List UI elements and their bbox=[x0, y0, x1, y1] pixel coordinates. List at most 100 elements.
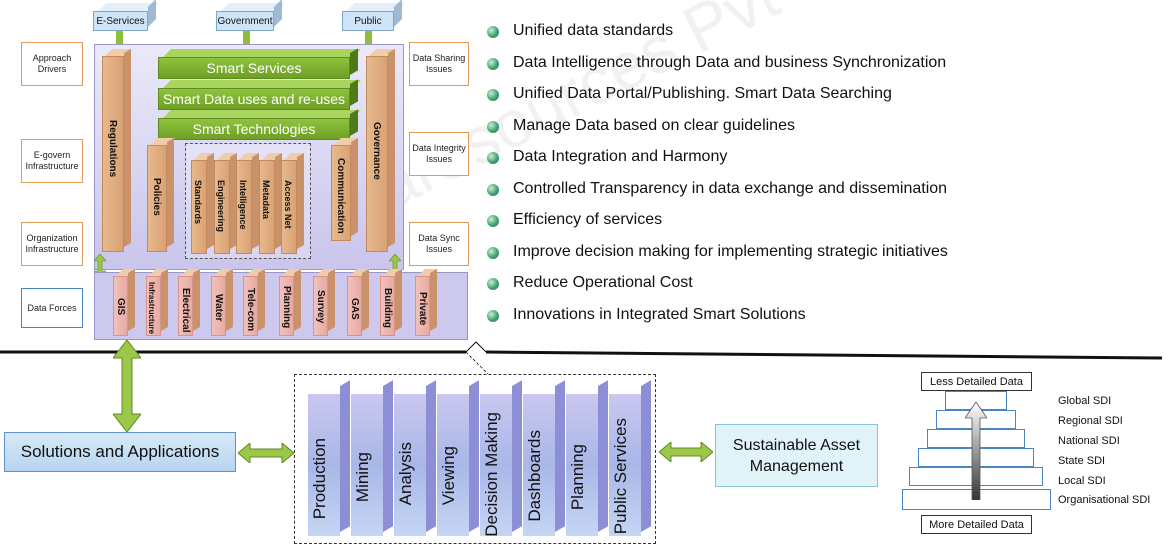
bullet-text: Efficiency of services bbox=[513, 211, 663, 228]
source-connector bbox=[116, 31, 123, 44]
application-pillar bbox=[394, 394, 426, 536]
base-label-electrical: Electrical bbox=[180, 288, 191, 333]
label-data-integrity-issues: Data Integrity Issues bbox=[409, 132, 469, 176]
base-label-private: Private bbox=[417, 292, 428, 326]
base-label-infrastructure: Infrastructure bbox=[147, 282, 156, 335]
base-pillar bbox=[279, 276, 294, 336]
bullet-icon bbox=[487, 58, 499, 70]
base-label-building: Building bbox=[382, 288, 393, 328]
base-pillar bbox=[415, 276, 430, 336]
label-egovern-infrastructure: E-govern Infrastructure bbox=[21, 139, 83, 183]
app-label-decision-making: Decision Making bbox=[482, 412, 501, 537]
pyramid-top-label: Less Detailed Data bbox=[921, 372, 1032, 391]
base-label-gas: GAS bbox=[349, 298, 360, 320]
bullet-icon bbox=[487, 89, 499, 101]
inner-label-standards: Standards bbox=[193, 180, 203, 225]
bullet-text: Unified Data Portal/Publishing. Smart Da… bbox=[513, 85, 892, 102]
solutions-and-applications-box: Solutions and Applications bbox=[4, 432, 236, 472]
label-data-sharing-issues: Data Sharing Issues bbox=[409, 42, 469, 86]
bullet-text: Innovations in Integrated Smart Solution… bbox=[513, 306, 806, 323]
bullet-text: Reduce Operational Cost bbox=[513, 274, 693, 291]
bullet-icon bbox=[487, 152, 499, 164]
label-data-forces: Data Forces bbox=[21, 288, 83, 328]
base-pillar bbox=[178, 276, 193, 336]
base-pillar bbox=[313, 276, 328, 336]
application-pillar bbox=[351, 394, 383, 536]
pyramid-up-arrow-icon bbox=[964, 401, 988, 501]
bullet-icon bbox=[487, 215, 499, 227]
bullet-icon bbox=[487, 247, 499, 259]
app-label-mining: Mining bbox=[353, 452, 372, 503]
base-label-survey: Survey bbox=[315, 290, 326, 324]
pillar-regulations-label: Regulations bbox=[107, 120, 118, 178]
base-label-telecom: Tele-com bbox=[245, 288, 256, 332]
horizontal-double-arrow-icon bbox=[658, 440, 714, 464]
inner-pillar bbox=[281, 160, 297, 254]
label-approach-drivers: Approach Drivers bbox=[21, 42, 83, 86]
bar-smart-technologies: Smart Technologies bbox=[158, 118, 350, 140]
label-organization-infrastructure: Organization Infrastructure bbox=[21, 222, 83, 266]
applications-box bbox=[294, 374, 656, 544]
inner-pillar bbox=[191, 160, 207, 254]
base-pillar bbox=[113, 276, 128, 336]
base-pillar bbox=[243, 276, 258, 336]
bullet-icon bbox=[487, 310, 499, 322]
inner-pillar bbox=[259, 160, 275, 254]
base-pillar bbox=[211, 276, 226, 336]
inner-label-access-net: Access Net bbox=[283, 180, 293, 229]
label-data-sync-issues: Data Sync Issues bbox=[409, 222, 469, 266]
app-label-viewing: Viewing bbox=[439, 446, 458, 506]
app-label-dashboards: Dashboards bbox=[525, 430, 544, 522]
pyramid-bottom-label: More Detailed Data bbox=[921, 515, 1032, 534]
pillar-governance-label: Governance bbox=[371, 122, 382, 180]
pyramid-level-label: State SDI bbox=[1058, 455, 1106, 467]
vertical-double-arrow-icon bbox=[111, 339, 143, 433]
app-label-public-services: Public Services bbox=[611, 418, 630, 535]
app-label-analysis: Analysis bbox=[396, 442, 415, 506]
bullet-icon bbox=[487, 184, 499, 196]
pillar-policies bbox=[147, 145, 167, 252]
application-pillar bbox=[609, 394, 641, 536]
bullet-text: Unified data standards bbox=[513, 22, 674, 39]
source-connector bbox=[243, 31, 250, 44]
application-pillar bbox=[480, 394, 512, 536]
base-pillar bbox=[380, 276, 395, 336]
pyramid-level-label: Organisational SDI bbox=[1058, 494, 1151, 506]
bullet-text: Manage Data based on clear guidelines bbox=[513, 117, 795, 134]
bar-smart-data-uses: Smart Data uses and re-uses bbox=[158, 88, 350, 110]
pillar-communication bbox=[331, 145, 351, 241]
source-government: Government bbox=[216, 11, 274, 31]
source-public: Public bbox=[342, 11, 394, 31]
bullet-icon bbox=[487, 278, 499, 290]
pyramid-level-label: Global SDI bbox=[1058, 395, 1112, 407]
base-label-planning: Planning bbox=[281, 286, 292, 329]
pillar-regulations bbox=[102, 56, 124, 252]
app-label-planning: Planning bbox=[568, 444, 587, 511]
inner-label-metadata: Metadata bbox=[261, 180, 271, 220]
source-e-services: E-Services bbox=[93, 11, 148, 31]
bullet-text: Controlled Transparency in data exchange… bbox=[513, 180, 948, 197]
source-connector bbox=[365, 31, 372, 44]
bullet-text: Data Intelligence through Data and busin… bbox=[513, 54, 947, 71]
horizontal-double-arrow-icon bbox=[237, 441, 295, 465]
inner-pillar bbox=[214, 160, 230, 254]
bullet-text: Improve decision making for implementing… bbox=[513, 243, 948, 260]
inner-label-engineering: Engineering bbox=[216, 180, 226, 233]
pyramid-level-label: National SDI bbox=[1058, 435, 1120, 447]
base-label-water: Water bbox=[213, 294, 224, 322]
pyramid-level-label: Regional SDI bbox=[1058, 415, 1123, 427]
inner-pillar bbox=[236, 160, 252, 254]
application-pillar bbox=[566, 394, 598, 536]
base-label-gis: GIS bbox=[115, 298, 126, 316]
bullet-icon bbox=[487, 26, 499, 38]
application-pillar bbox=[308, 394, 340, 536]
section-divider bbox=[0, 341, 1163, 375]
base-pillar bbox=[146, 276, 161, 336]
application-pillar bbox=[437, 394, 469, 536]
pyramid-level-label: Local SDI bbox=[1058, 475, 1106, 487]
app-label-production: Production bbox=[310, 438, 329, 520]
bullet-text: Data Integration and Harmony bbox=[513, 148, 728, 165]
pillar-policies-label: Policies bbox=[151, 178, 162, 216]
bullet-icon bbox=[487, 121, 499, 133]
inner-label-intelligence: Intelligence bbox=[238, 180, 248, 230]
